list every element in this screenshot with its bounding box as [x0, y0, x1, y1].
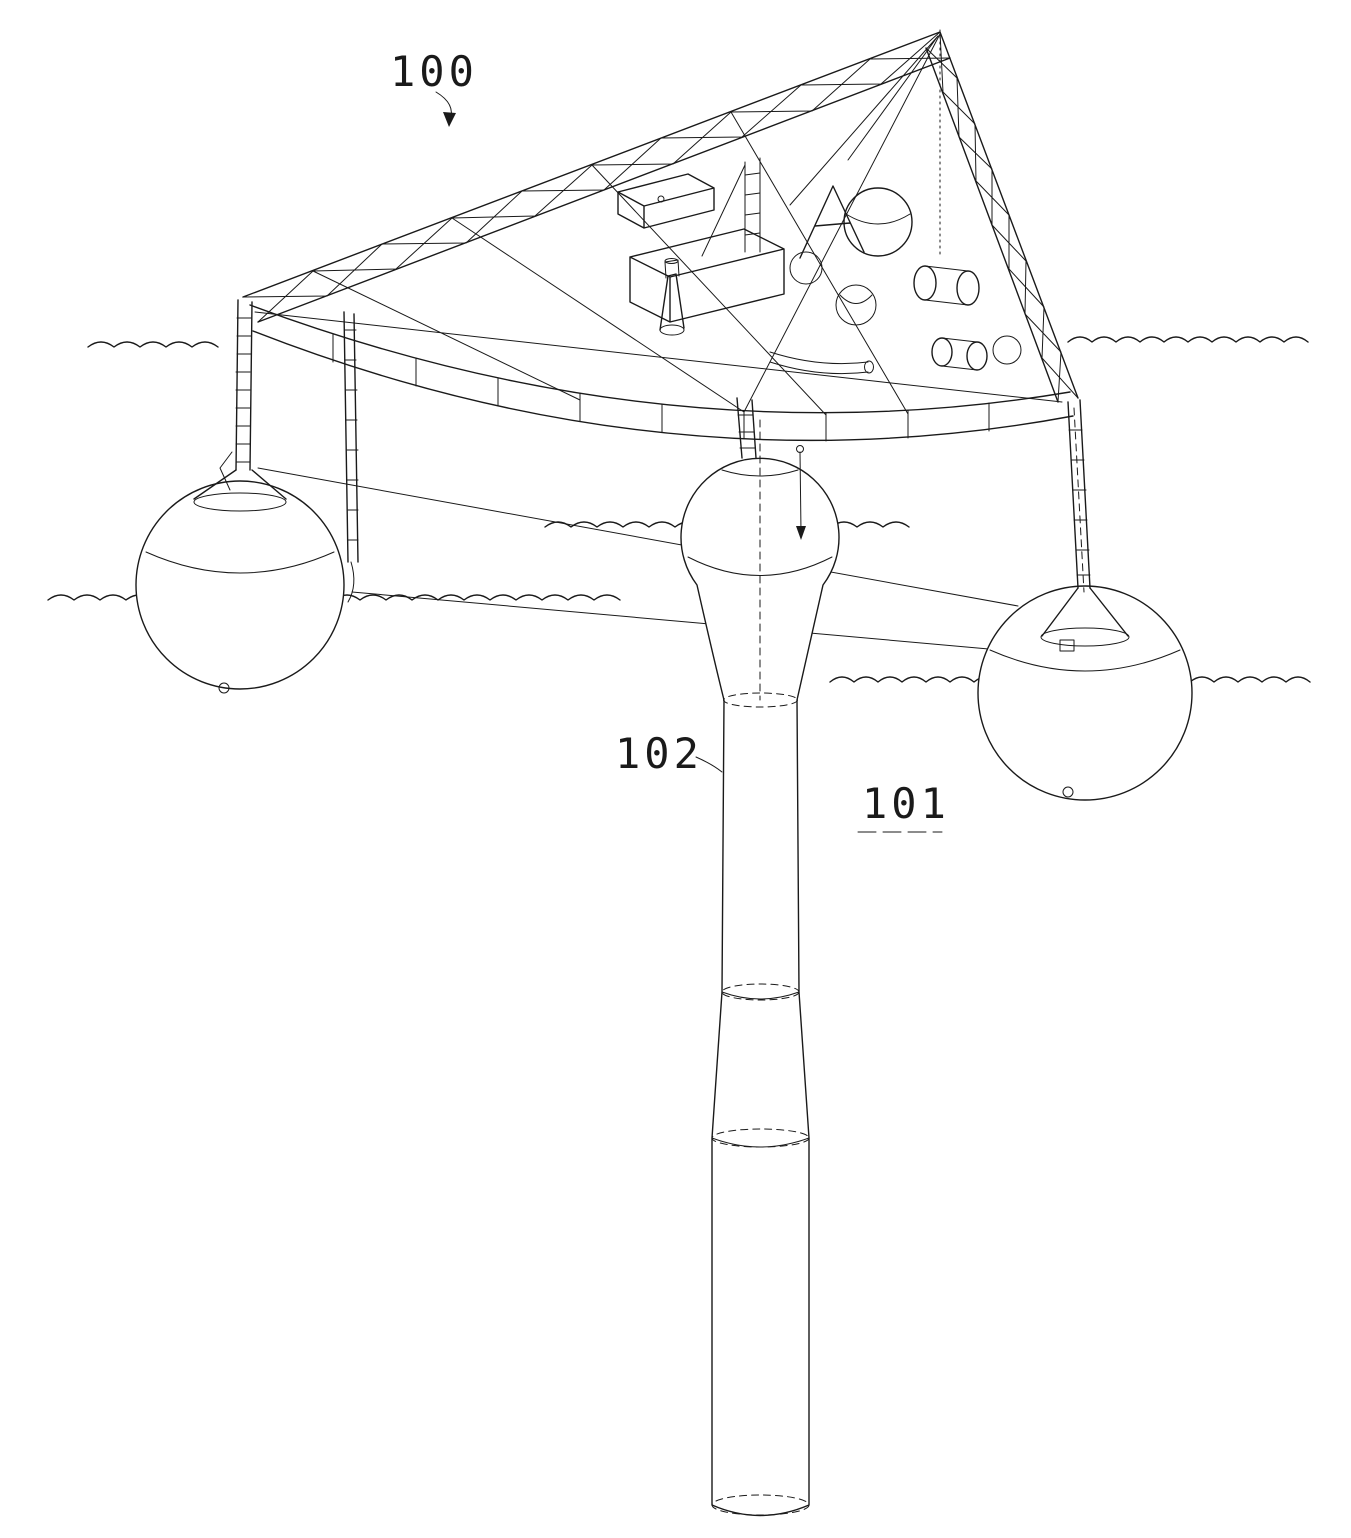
- tank-large-sphere: [843, 187, 913, 257]
- water-line-upper-left: [87, 341, 219, 348]
- tank-large-seam: [845, 213, 911, 225]
- equipment-winch-lower: [931, 337, 988, 371]
- spar-section-line-bottom: [711, 1494, 810, 1516]
- deck-mast-stay: [701, 164, 746, 257]
- port-leg-rungs: [235, 317, 252, 463]
- winch-lower-flange-left: [931, 337, 953, 367]
- vent-funnel-stack: [664, 259, 680, 279]
- pendant-weight: [796, 526, 806, 540]
- equipment-float-sphere: [992, 335, 1022, 365]
- port-buoy-sphere: [135, 480, 345, 690]
- port-leg-bracket: [219, 451, 233, 491]
- spar-section-line-neck: [723, 692, 798, 708]
- right-girder-lattice-b: [925, 47, 1062, 403]
- deck-mast-rungs: [744, 172, 761, 236]
- vent-funnel-cone: [659, 273, 685, 331]
- winch-upper-flange-right: [956, 270, 980, 306]
- spar-weld-seam-taper: [711, 1137, 810, 1148]
- port-leg: [193, 299, 287, 512]
- starboard-buoy: [977, 585, 1193, 801]
- stay-cable-upper: [257, 467, 1019, 607]
- starboard-buoy-drain-plug: [1062, 786, 1074, 798]
- starboard-collar-ring: [1040, 627, 1130, 647]
- pendant-eye: [796, 445, 804, 453]
- hatch-box-knob: [657, 195, 665, 203]
- equipment-cable-drum: [835, 284, 877, 326]
- hatch-box-outline: [617, 173, 715, 229]
- stay-cable-lower: [351, 591, 1001, 651]
- equipment-housing-box: [629, 228, 785, 323]
- equipment-hatch-box: [617, 173, 715, 229]
- pendant-wire: [799, 451, 802, 533]
- cable-drum-groove: [839, 294, 873, 304]
- port-collar-cone: [193, 469, 287, 500]
- port-inner-leg-rungs: [344, 329, 359, 541]
- ref-label-102-leader: [695, 756, 723, 773]
- deck-braces: [254, 33, 1063, 416]
- apex-stays: [789, 35, 939, 206]
- winch-lower-flange-right: [966, 341, 988, 371]
- spar-column-outline: [680, 457, 840, 1517]
- spar-weld-seam-mid: [721, 991, 800, 1000]
- ref-label-101: 101: [862, 779, 950, 828]
- starboard-collar-cone: [1041, 587, 1129, 637]
- port-inner-leg-columns: [343, 311, 359, 563]
- port-inner-leg: [343, 311, 359, 603]
- deck-mast-columns: [744, 157, 761, 253]
- port-buoy: [135, 480, 345, 694]
- starboard-leg-columns: [1067, 399, 1091, 589]
- front-girder-ties: [332, 333, 990, 442]
- equipment-winch-upper: [913, 265, 980, 306]
- starboard-leg-rungs: [1068, 429, 1091, 576]
- deck-equipment: [617, 157, 1022, 375]
- equipment-tank-large: [843, 187, 913, 257]
- vent-funnel-base: [659, 324, 685, 336]
- winch-upper-drum: [924, 265, 969, 306]
- left-girder-lattice-a: [242, 31, 941, 298]
- starboard-buoy-seam: [989, 649, 1181, 672]
- reference-labels: 100 102 101: [390, 47, 950, 833]
- tank-small-sphere: [789, 251, 823, 285]
- ref-label-100-arrowhead: [443, 112, 456, 127]
- discharge-pipe-mouth: [864, 360, 874, 374]
- housing-box-outline: [629, 228, 785, 323]
- cable-drum-face: [835, 284, 877, 326]
- port-collar-ring: [193, 492, 287, 512]
- center-buoy-top-seam: [721, 469, 799, 477]
- platform-truss: [193, 29, 1130, 647]
- discharge-pipe-walls: [769, 351, 869, 375]
- ref-label-100: 100: [390, 47, 478, 96]
- water-line-upper-right: [1067, 336, 1309, 343]
- winch-lower-drum: [941, 337, 978, 371]
- right-girder-lattice-a: [939, 31, 1079, 399]
- ref-label-102: 102: [615, 729, 703, 778]
- truss-chords: [242, 31, 1079, 403]
- winch-upper-flange-left: [913, 265, 937, 301]
- port-buoy-drain-plug: [218, 682, 230, 694]
- equipment-discharge-pipe: [769, 351, 874, 375]
- stay-cables: [257, 467, 1019, 651]
- equipment-a-frame: [799, 185, 865, 259]
- starboard-leg-axis: [1073, 407, 1085, 593]
- center-buoy-and-spar: [680, 419, 840, 1517]
- center-leg: [736, 397, 757, 459]
- starboard-leg: [1040, 399, 1130, 647]
- starboard-buoy-sphere: [977, 585, 1193, 801]
- vent-funnel-top: [664, 258, 679, 264]
- port-buoy-seam: [145, 551, 335, 574]
- center-leg-rungs: [737, 414, 756, 449]
- equipment-vent-funnel: [659, 258, 685, 336]
- port-leg-columns: [235, 299, 253, 471]
- deck-mast: [701, 157, 761, 257]
- port-inner-leg-hook: [347, 561, 355, 603]
- center-buoy-seam: [687, 556, 833, 576]
